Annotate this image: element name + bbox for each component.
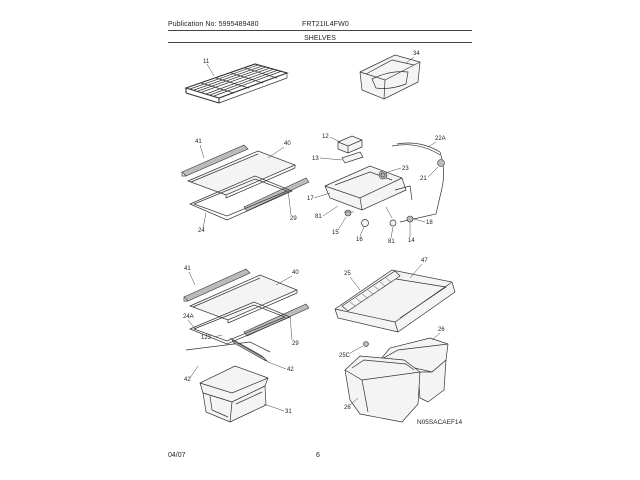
callout-12: 12 — [322, 134, 329, 140]
callout-31: 31 — [285, 409, 292, 415]
header-rule — [168, 30, 472, 31]
callout-123: 123 — [201, 335, 212, 341]
callout-23: 23 — [402, 166, 409, 172]
callout-11: 11 — [203, 59, 210, 65]
callout-26-left: 26 — [344, 405, 351, 411]
callout-25c: 25C — [339, 353, 351, 359]
callout-24a: 24A — [183, 314, 194, 320]
callout-21: 21 — [420, 176, 427, 182]
callout-18: 18 — [426, 220, 433, 226]
callout-13: 13 — [312, 156, 319, 162]
callout-15: 15 — [332, 230, 339, 236]
publication-number: Publication No: 5995489480 — [168, 21, 259, 28]
callout-34: 34 — [413, 51, 420, 57]
page-number: 6 — [316, 452, 320, 459]
lower-glass-shelf-drawing — [183, 268, 310, 423]
model-number: FRT21IL4FW0 — [302, 21, 349, 28]
callout-17: 17 — [307, 196, 314, 202]
crisper-control-assembly-drawing — [324, 135, 445, 227]
callout-41-upper: 41 — [195, 139, 202, 145]
callout-42-left: 42 — [184, 377, 191, 383]
title-rule — [168, 42, 472, 43]
door-bin-drawing — [359, 54, 421, 100]
callout-42-right: 42 — [287, 367, 294, 373]
page-title: SHELVES — [304, 35, 336, 42]
crisper-drawers-drawing — [334, 269, 456, 423]
callout-47: 47 — [421, 258, 428, 264]
callout-41-lower: 41 — [184, 266, 191, 272]
callout-24: 24 — [198, 228, 205, 234]
upper-glass-shelf-drawing — [181, 144, 310, 221]
diagram-code: N05SACAEF14 — [417, 419, 463, 426]
callout-40-upper: 40 — [284, 141, 291, 147]
callout-25: 25 — [344, 271, 351, 277]
callout-40-lower: 40 — [292, 270, 299, 276]
callout-22a: 22A — [435, 136, 446, 142]
callout-81-left: 81 — [315, 214, 322, 220]
footer-date: 04/07 — [168, 452, 186, 459]
callout-29-lower: 29 — [292, 341, 299, 347]
callout-81-right: 81 — [388, 239, 395, 245]
callout-29-upper: 29 — [290, 216, 297, 222]
wire-shelf-drawing — [184, 63, 289, 104]
callout-26-right: 26 — [438, 327, 445, 333]
callout-14: 14 — [408, 238, 415, 244]
callout-16: 16 — [356, 237, 363, 243]
